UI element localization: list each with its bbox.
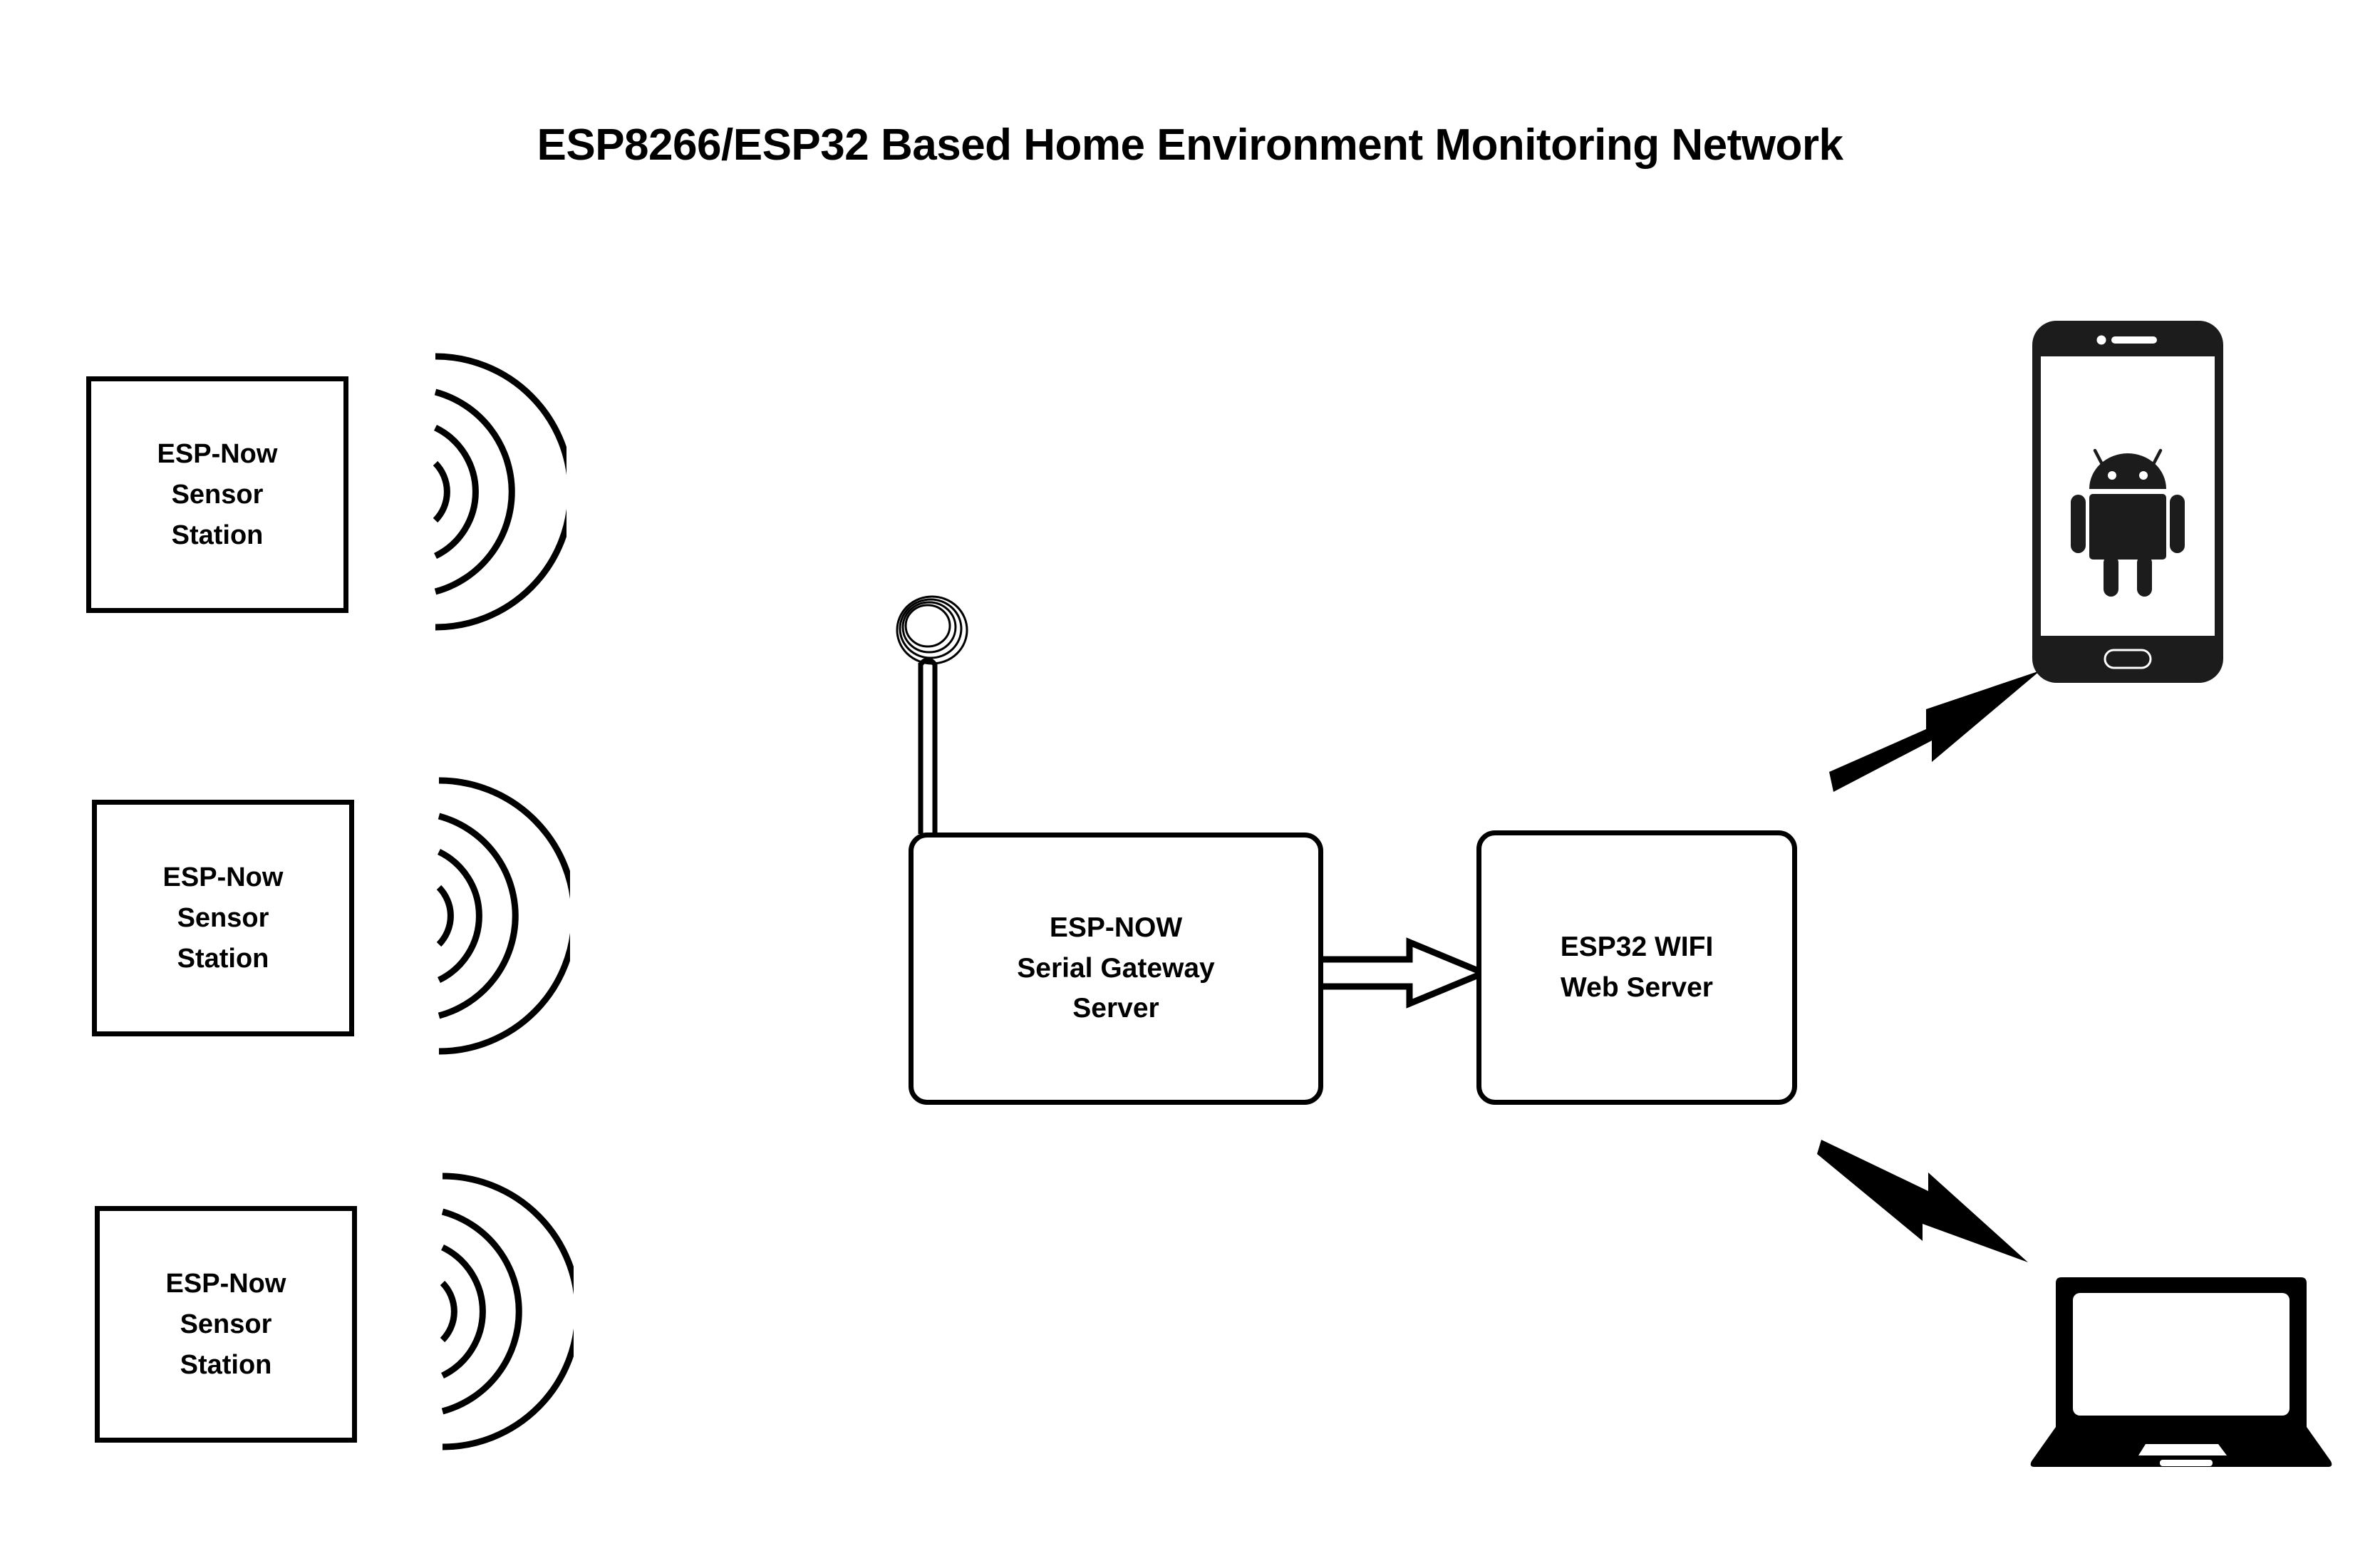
sensor-station-1-line3: Station xyxy=(171,520,264,550)
loop-antenna-icon xyxy=(884,584,998,848)
sensor-station-3-line2: Sensor xyxy=(180,1309,272,1339)
arrow-up-right-icon xyxy=(1828,666,2049,795)
page-title: ESP8266/ESP32 Based Home Environment Mon… xyxy=(537,120,1843,170)
android-robot-icon xyxy=(2071,448,2185,597)
sensor-station-3-line3: Station xyxy=(180,1349,272,1380)
sensor-station-box-2[interactable]: ESP-Now Sensor Station xyxy=(92,800,354,1036)
sensor-station-2-line1: ESP-Now xyxy=(162,862,284,892)
web-server-line2: Web Server xyxy=(1561,972,1713,1003)
esp32-wifi-web-server-box[interactable]: ESP32 WIFI Web Server xyxy=(1476,830,1797,1105)
sensor-station-3-line1: ESP-Now xyxy=(165,1268,286,1299)
sensor-station-1-line1: ESP-Now xyxy=(157,438,278,469)
sensor-station-box-3[interactable]: ESP-Now Sensor Station xyxy=(95,1206,357,1443)
gateway-line1: ESP-NOW xyxy=(1049,912,1183,944)
wireless-waves-icon-3 xyxy=(431,1155,574,1468)
gateway-line3: Server xyxy=(1072,993,1159,1024)
sensor-station-2-line2: Sensor xyxy=(177,902,269,933)
arrow-down-right-icon xyxy=(1816,1137,2037,1279)
android-phone-icon[interactable] xyxy=(2031,319,2225,684)
esp-now-serial-gateway-server-box[interactable]: ESP-NOW Serial Gateway Server xyxy=(909,833,1323,1105)
wireless-waves-icon-2 xyxy=(428,759,570,1073)
sensor-station-1-line2: Sensor xyxy=(171,479,264,510)
sensor-station-2-line3: Station xyxy=(177,943,269,974)
block-arrow-right-icon xyxy=(1318,934,1489,1012)
laptop-icon[interactable] xyxy=(2026,1274,2337,1481)
sensor-station-box-1[interactable]: ESP-Now Sensor Station xyxy=(86,376,348,613)
gateway-line2: Serial Gateway xyxy=(1017,952,1215,984)
wireless-waves-icon-1 xyxy=(424,335,566,649)
web-server-line1: ESP32 WIFI xyxy=(1560,931,1714,962)
